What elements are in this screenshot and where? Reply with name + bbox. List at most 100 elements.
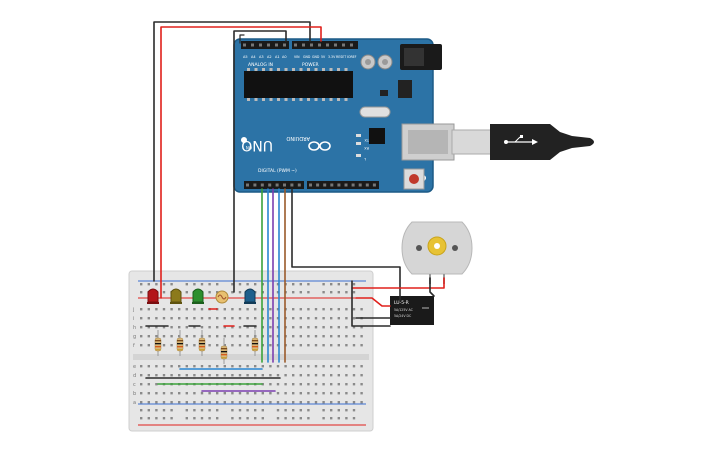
pin-label-a2: A2 (267, 55, 272, 59)
breadboard-hole (322, 344, 325, 347)
breadboard-hole (170, 344, 173, 347)
breadboard-hole (185, 374, 188, 377)
breadboard-hole (140, 317, 143, 320)
header-pin[interactable] (351, 183, 355, 187)
header-pin[interactable] (330, 183, 334, 187)
reset-button-cap[interactable] (409, 174, 419, 184)
header-pin[interactable] (316, 183, 320, 187)
resistor[interactable] (198, 330, 206, 356)
pin-label-a1: A1 (275, 55, 280, 59)
header-pin[interactable] (290, 183, 294, 187)
wire-motor-negative[interactable] (429, 277, 435, 297)
resistor[interactable] (154, 330, 162, 356)
header-pin[interactable] (275, 183, 279, 187)
green-led[interactable] (192, 288, 204, 304)
resistor[interactable] (220, 338, 228, 364)
header-pin[interactable] (243, 43, 246, 47)
rail-hole (322, 283, 325, 286)
wire-analog-a0[interactable] (233, 30, 287, 293)
header-pin[interactable] (358, 183, 362, 187)
header-pin[interactable] (275, 43, 278, 47)
rail-hole (307, 417, 310, 420)
rail-hole (254, 409, 257, 412)
breadboard-hole (238, 392, 242, 395)
mounting-hole (241, 137, 247, 143)
photoresistor[interactable] (215, 290, 229, 304)
rail-hole (216, 409, 219, 412)
breadboard-hole (307, 326, 310, 329)
row-letter-g: g (133, 334, 136, 340)
wire-relay-signal[interactable] (291, 188, 401, 301)
usb-cable[interactable] (451, 124, 594, 160)
yellow-led[interactable] (170, 288, 182, 304)
blue-led[interactable] (244, 288, 256, 304)
header-pin[interactable] (259, 43, 262, 47)
breadboard-center-channel (133, 354, 369, 360)
header-pin[interactable] (251, 43, 254, 47)
wire-5v-to-rail[interactable] (160, 26, 322, 299)
resistor[interactable] (176, 330, 184, 356)
header-pin[interactable] (267, 43, 270, 47)
breadboard-hole (307, 392, 310, 395)
header-pin[interactable] (283, 183, 286, 187)
digital-header-high (307, 181, 379, 189)
breadboard-hole (162, 308, 166, 311)
header-pin[interactable] (372, 183, 376, 187)
rail-hole (231, 291, 234, 294)
header-pin[interactable] (318, 43, 321, 47)
breadboard-hole (276, 344, 280, 347)
breadboard-hole (140, 365, 143, 368)
chip-leg (322, 68, 325, 71)
header-pin[interactable] (344, 183, 348, 187)
header-pin[interactable] (342, 43, 345, 47)
header-pin[interactable] (260, 183, 264, 187)
chip-leg (307, 68, 310, 71)
resistor[interactable] (251, 330, 259, 356)
rail-hole (162, 409, 166, 412)
breadboard-hole (193, 392, 196, 395)
header-pin[interactable] (283, 43, 286, 47)
breadboard-hole (314, 392, 318, 395)
header-pin[interactable] (297, 183, 301, 187)
header-pin[interactable] (246, 183, 249, 187)
breadboard-hole (140, 383, 143, 386)
wire-gnd-to-rail[interactable] (153, 21, 311, 282)
wire-motor-positive[interactable] (351, 277, 445, 289)
header-pin[interactable] (323, 183, 327, 187)
rail-hole (345, 417, 348, 420)
header-pin[interactable] (337, 183, 341, 187)
wire-relay-gnd[interactable] (351, 280, 391, 327)
rail-hole (238, 417, 242, 420)
rail-hole (307, 409, 310, 412)
breadboard-hole (276, 392, 280, 395)
rail-hole (140, 291, 143, 294)
header-pin[interactable] (310, 43, 313, 47)
header-pin[interactable] (253, 183, 257, 187)
motor-screw-left (416, 245, 422, 251)
header-pin[interactable] (268, 183, 272, 187)
rail-hole (330, 409, 333, 412)
header-pin[interactable] (365, 183, 369, 187)
wire-relay-vcc[interactable] (355, 297, 391, 307)
arduino-uno-board[interactable]: ANALOG IN POWER DIGITAL (PWM ~) A5 A4 A3… (233, 38, 455, 193)
chip-leg (314, 68, 318, 71)
chip-leg (292, 68, 295, 71)
header-pin[interactable] (350, 43, 353, 47)
breadboard-hole (140, 335, 143, 338)
breadboard-hole (299, 344, 302, 347)
header-pin[interactable] (334, 43, 337, 47)
header-pin[interactable] (326, 43, 329, 47)
relay-module[interactable]: LU-5-R 5A/125V AC 5A/24V DC (390, 296, 434, 325)
breadboard-hole (292, 365, 295, 368)
breadboard-hole (314, 344, 318, 347)
header-pin[interactable] (294, 43, 297, 47)
header-pin[interactable] (302, 43, 305, 47)
rail-hole (155, 409, 158, 412)
red-led[interactable] (147, 288, 159, 304)
breadboard-hole (223, 317, 226, 320)
breadboard-hole (162, 401, 166, 404)
dc-motor[interactable] (401, 221, 473, 284)
breadboard-hole (314, 317, 318, 320)
header-pin[interactable] (309, 183, 312, 187)
breadboard-hole (269, 335, 272, 338)
